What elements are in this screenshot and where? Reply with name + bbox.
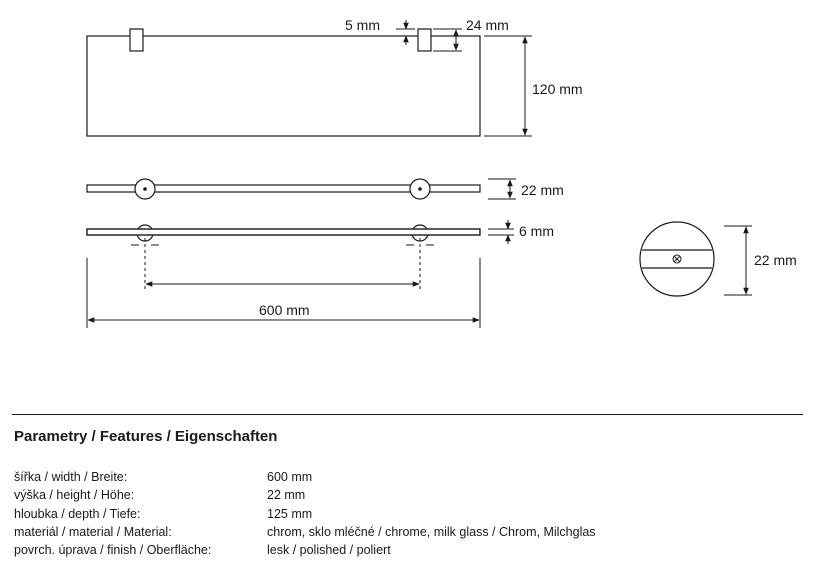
top-view: 5 mm 24 mm 120 mm: [86, 17, 583, 137]
dim-bracket-diameter-label: 22 mm: [754, 252, 797, 268]
spec-value: 22 mm: [267, 488, 306, 503]
shelf-side-outline: [86, 184, 481, 193]
shelf-top-outline: [86, 35, 481, 137]
specs-list: šířka / width / Breite: 600 mm výška / h…: [14, 468, 794, 559]
spec-label: výška / height / Höhe:: [14, 488, 135, 503]
bracket-left-top: [129, 28, 144, 52]
spec-row: materiál / material / Material: chrom, s…: [14, 523, 794, 541]
spec-value: lesk / polished / poliert: [267, 543, 391, 558]
dim-width-label: 600 mm: [259, 302, 310, 318]
bracket-detail: 22 mm: [639, 221, 797, 297]
spec-label: povrch. úprava / finish / Oberfläche:: [14, 543, 212, 558]
section-divider: [12, 414, 803, 415]
dim-depth-label: 120 mm: [532, 81, 583, 97]
dim-pin-top-label: 5 mm: [345, 17, 380, 33]
glass-front-outline: [86, 228, 481, 236]
technical-drawing: 5 mm 24 mm 120 mm 22 mm: [86, 17, 797, 328]
spec-value: chrom, sklo mléčné / chrome, milk glass …: [267, 524, 596, 539]
spec-row: povrch. úprava / finish / Oberfläche: le…: [14, 541, 794, 559]
spec-value: 125 mm: [267, 506, 313, 521]
spec-row: hloubka / depth / Tiefe: 125 mm: [14, 505, 794, 523]
front-view: 6 mm 600 mm: [86, 220, 554, 328]
spec-row: výška / height / Höhe: 22 mm: [14, 486, 794, 504]
bracket-right-top: [417, 28, 432, 52]
side-view: 22 mm: [86, 178, 564, 200]
screw-icon: [672, 254, 682, 264]
spec-label: materiál / material / Material:: [14, 524, 172, 539]
dim-pin-height-label: 24 mm: [466, 17, 509, 33]
bracket-detail-circle: [639, 221, 715, 297]
spec-label: hloubka / depth / Tiefe:: [14, 506, 141, 521]
specs-heading: Parametry / Features / Eigenschaften: [14, 428, 278, 445]
spec-label: šířka / width / Breite:: [14, 470, 128, 484]
spec-row: šířka / width / Breite: 600 mm: [14, 468, 794, 486]
dim-thickness-label: 22 mm: [521, 182, 564, 198]
dim-glass-label: 6 mm: [519, 223, 554, 239]
spec-value: 600 mm: [267, 470, 313, 484]
